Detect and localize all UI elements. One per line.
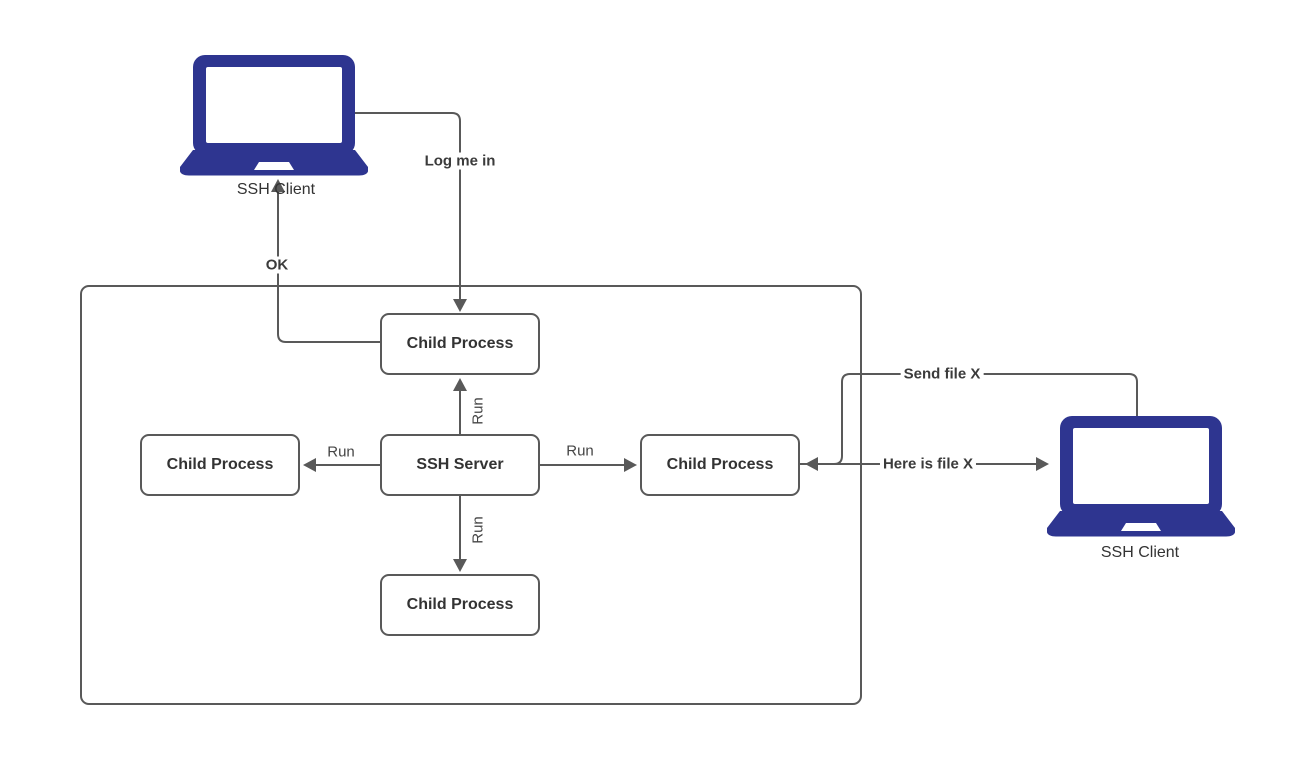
edge-label-here-is-file: Here is file X	[879, 455, 977, 473]
edge-label-log-me-in: Log me in	[421, 152, 499, 170]
node-child-process-bottom: Child Process	[380, 574, 540, 636]
node-child-process-left: Child Process	[140, 434, 300, 496]
laptop-icon	[1047, 416, 1235, 537]
node-ssh-server: SSH Server	[380, 434, 540, 496]
edge-run-left	[303, 458, 380, 472]
ssh-client-right-label: SSH Client	[1100, 544, 1180, 561]
edge-run-down	[453, 496, 467, 572]
edge-label-run-left: Run	[327, 443, 355, 461]
node-label: SSH Server	[416, 456, 504, 473]
node-child-process-right: Child Process	[640, 434, 800, 496]
edge-run-right	[540, 458, 637, 472]
arrowhead-right-icon	[624, 458, 637, 472]
edge-ok-line	[277, 192, 380, 343]
arrowhead-down-icon	[453, 559, 467, 572]
edge-ok	[271, 179, 380, 343]
edge-log-me-in	[355, 112, 467, 312]
node-child-process-top: Child Process	[380, 313, 540, 375]
edge-label-ok: OK	[262, 256, 292, 274]
edge-label-run-down: Run	[469, 516, 487, 544]
node-label: Child Process	[406, 596, 514, 613]
arrowhead-right-icon	[1036, 457, 1049, 471]
edge-log-me-in-line	[355, 112, 461, 300]
edge-run-up	[453, 378, 467, 434]
edge-label-send-file: Send file X	[900, 365, 984, 383]
edge-send-file-line	[818, 373, 1138, 465]
node-label: Child Process	[406, 335, 514, 352]
laptop-icon	[180, 55, 368, 176]
arrowhead-up-icon	[271, 179, 285, 192]
arrowhead-up-icon	[453, 378, 467, 391]
node-label: Child Process	[666, 456, 774, 473]
node-label: Child Process	[166, 456, 274, 473]
arrowhead-left-icon	[303, 458, 316, 472]
server-boundary-box	[80, 285, 862, 705]
edge-label-run-up: Run	[469, 397, 487, 425]
arrowhead-down-icon	[453, 299, 467, 312]
ssh-client-left-label: SSH Client	[236, 181, 316, 198]
edge-label-run-right: Run	[566, 442, 594, 460]
